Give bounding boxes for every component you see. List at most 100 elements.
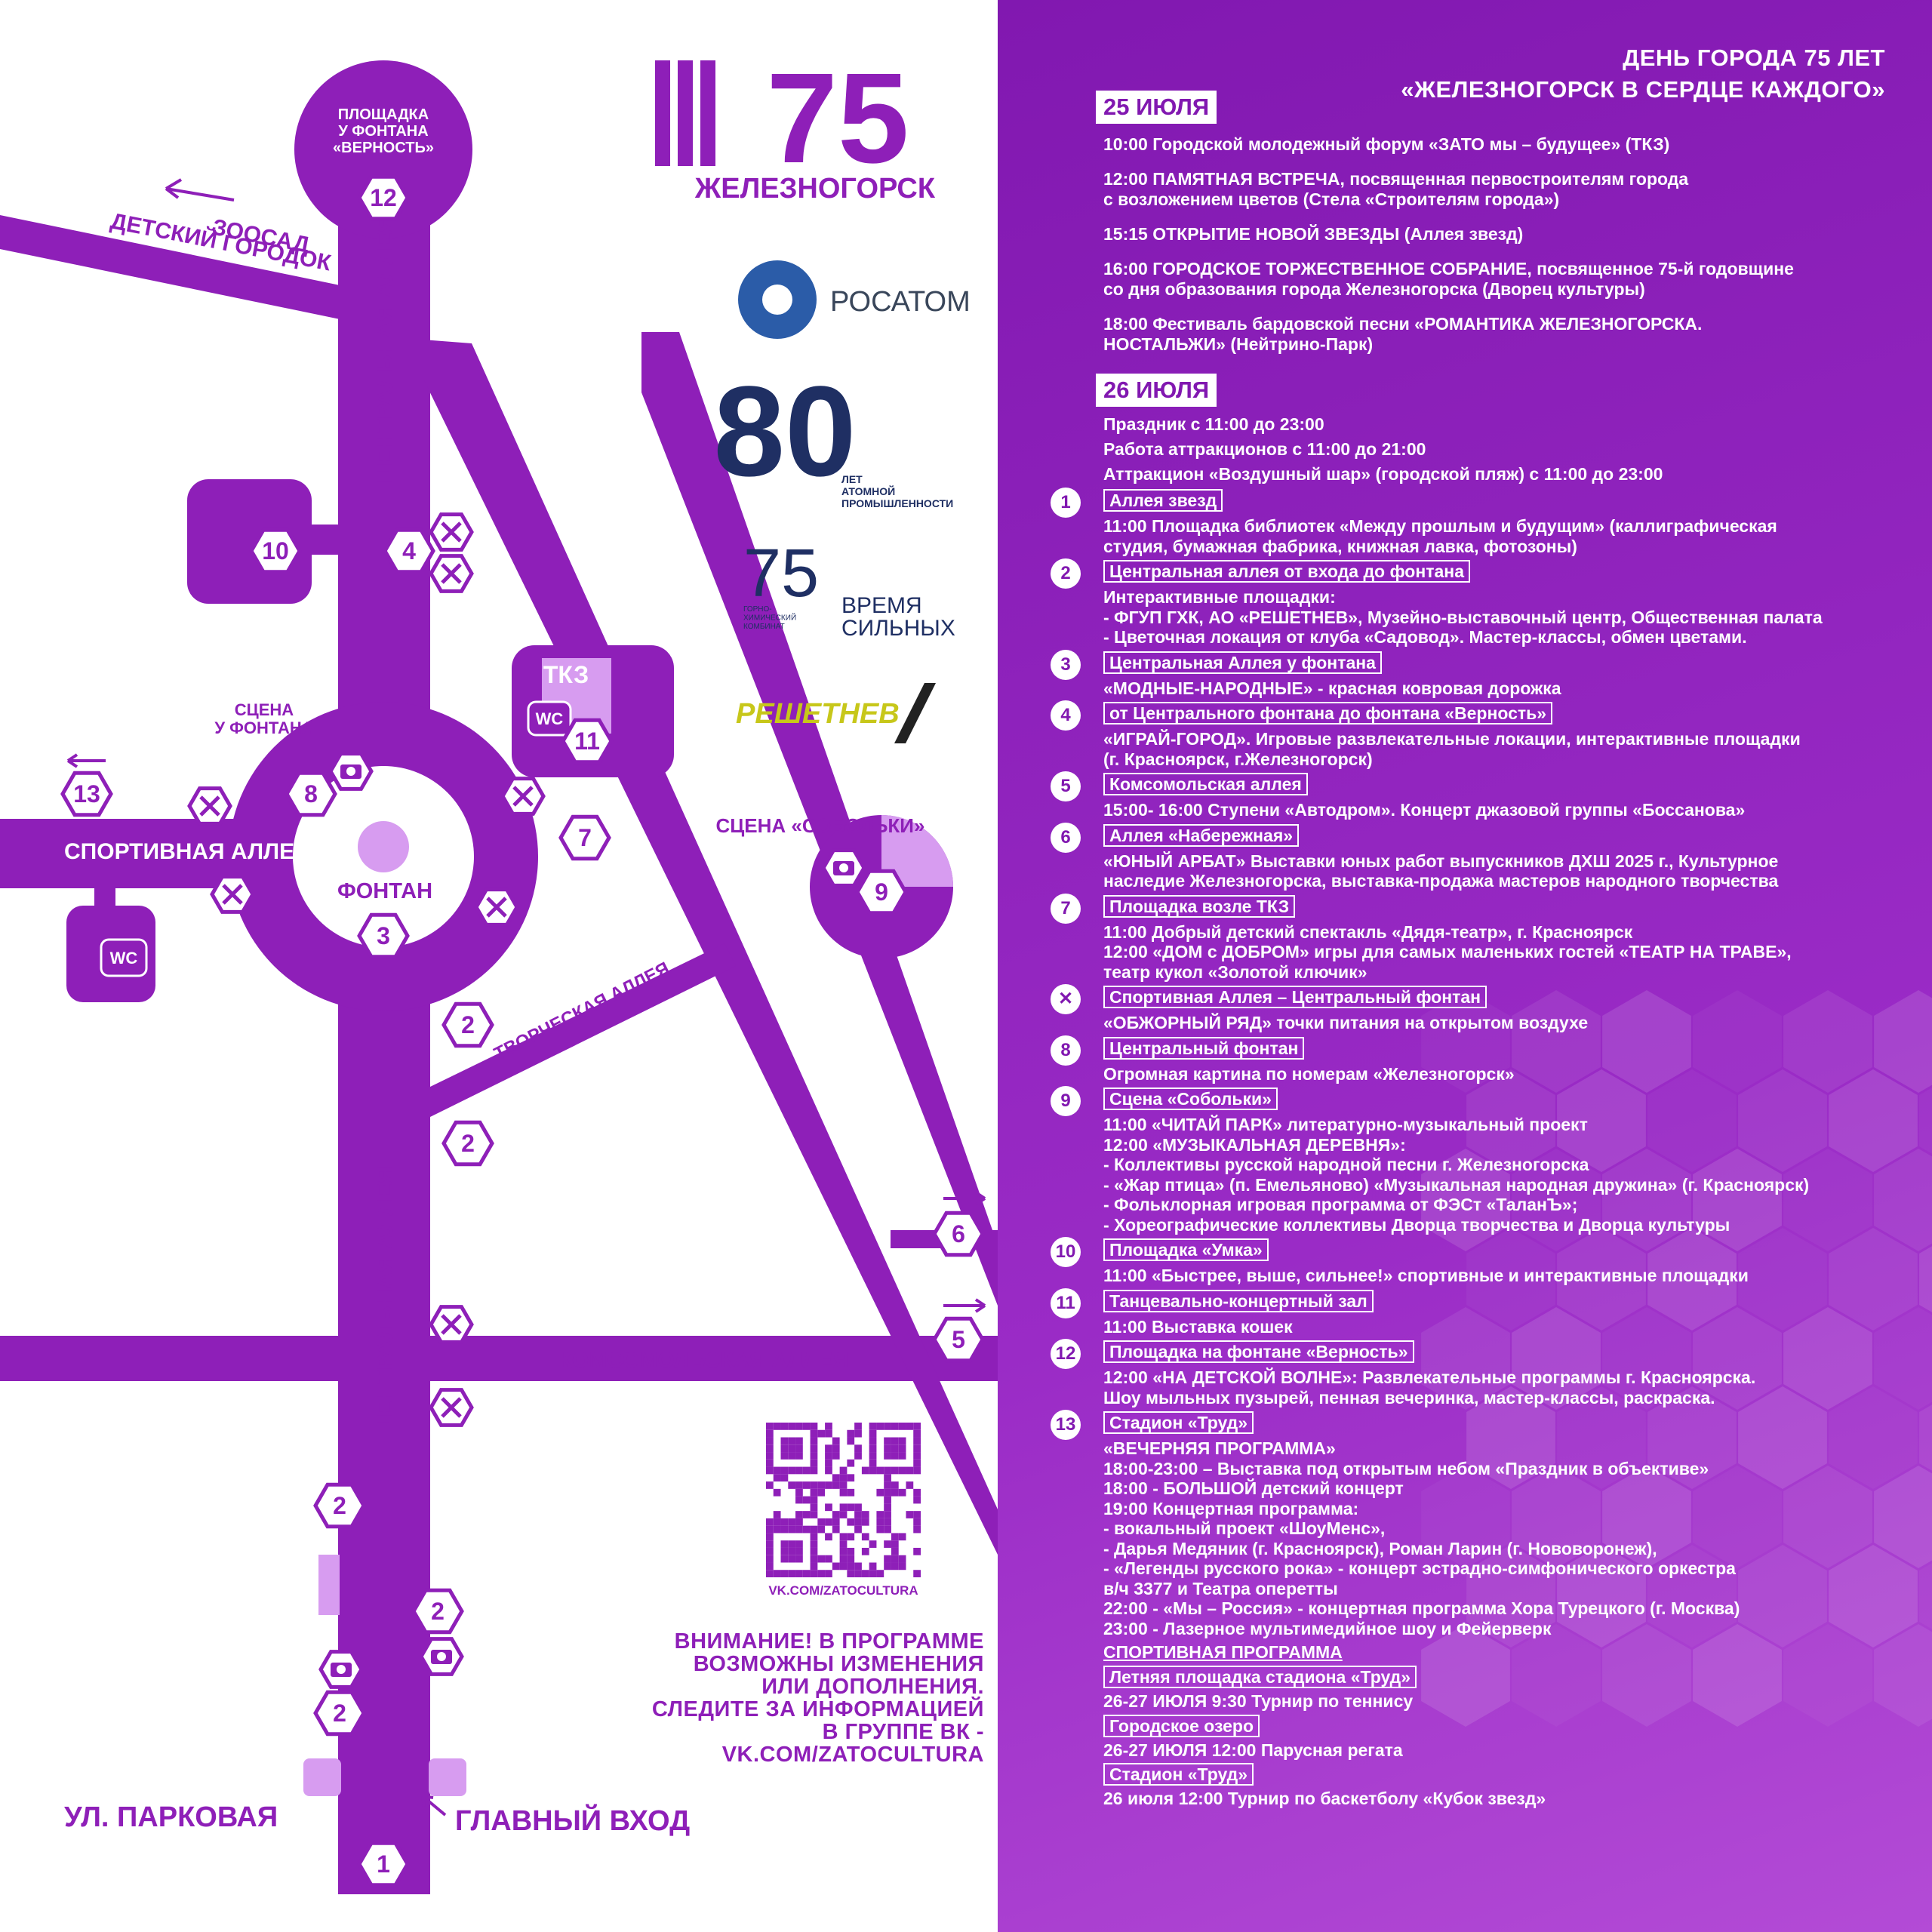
gate-left — [303, 1758, 341, 1796]
map-marker-3[interactable]: 3 — [357, 912, 410, 959]
hex-decoration — [1874, 1149, 1932, 1251]
marker-number: 10 — [262, 537, 289, 565]
marker-number: 1 — [377, 1850, 390, 1878]
hex-decoration — [1602, 1466, 1691, 1568]
map-marker-13[interactable]: 13 — [60, 771, 113, 817]
arrow-13 — [66, 753, 106, 768]
program-item-number: 3 — [1051, 649, 1081, 680]
hex-decoration — [1783, 1466, 1872, 1568]
hex-decoration — [1693, 1466, 1782, 1568]
hex-decoration — [1874, 1624, 1932, 1727]
map-marker-6[interactable]: 6 — [932, 1211, 985, 1257]
header-line-2: «ЖЕЛЕЗНОГОРСК В СЕРДЦЕ КАЖДОГО» — [1401, 76, 1885, 103]
central-alley-top-label: ЦЕНТРАЛЬНАЯ АЛЛЕЯ — [371, 216, 398, 483]
map-marker-2[interactable]: 2 — [313, 1482, 366, 1529]
map-marker-2[interactable]: 2 — [441, 1120, 494, 1167]
hex-decoration — [1602, 990, 1691, 1093]
hex-decoration — [1829, 1228, 1918, 1331]
marker-number: 3 — [377, 922, 390, 949]
hex-decoration — [1421, 1149, 1510, 1251]
marker-hexagon — [932, 1211, 985, 1257]
program-notice: ВНИМАНИЕ! В ПРОГРАММЕ ВОЗМОЖНЫ ИЗМЕНЕНИЯ… — [651, 1629, 984, 1767]
day-1-events: 10:00 Городской молодежный форум «ЗАТО м… — [998, 134, 1932, 355]
qr-code[interactable] — [766, 1423, 921, 1577]
map-marker-2[interactable]: 2 — [313, 1690, 366, 1737]
header-line-1: ДЕНЬ ГОРОДА 75 ЛЕТ — [1623, 45, 1885, 71]
program-item-location: Сцена «Собольки» — [1103, 1088, 1278, 1110]
arrow-zoo — [165, 178, 235, 202]
stage-soboli-label: СЦЕНА «СОБОЛЬКИ» — [716, 814, 925, 837]
schedule-row: 18:00 Фестиваль бардовской песни «РОМАНТ… — [1103, 314, 1703, 354]
road-zoo — [0, 215, 347, 321]
reshetnev-label: РЕШЕТНЕВ — [736, 698, 900, 730]
program-item-location: Спортивная Аллея – Центральный фонтан — [1103, 986, 1487, 1008]
map-marker-2[interactable]: 2 — [411, 1588, 464, 1635]
schedule-row: Работа аттракционов с 11:00 до 21:00 — [1103, 439, 1426, 459]
program-item-details: Интерактивные площадки: - ФГУП ГХК, АО «… — [1103, 587, 1823, 647]
map-marker-7[interactable]: 7 — [558, 814, 611, 861]
marker-hexagon — [383, 528, 435, 574]
hex-decoration — [1421, 1624, 1510, 1727]
marker-number: 6 — [952, 1220, 965, 1247]
marker-hexagon — [60, 771, 113, 817]
marker-number: 8 — [304, 780, 318, 808]
wc-left-link — [94, 887, 115, 909]
map-marker-10[interactable]: 10 — [249, 528, 302, 574]
side-marker — [318, 1555, 340, 1615]
arrow-5 — [943, 1298, 986, 1313]
hex-background — [1421, 990, 1932, 1727]
hex-decoration — [1874, 990, 1932, 1093]
reshetnev-slash — [894, 683, 936, 743]
hex-decoration — [1919, 1088, 1932, 1154]
schedule-row: 16:00 ГОРОДСКОЕ ТОРЖЕСТВЕННОЕ СОБРАНИЕ, … — [1103, 259, 1794, 299]
program-item-number: ✕ — [1051, 984, 1081, 1014]
hex-decoration — [1783, 1307, 1872, 1410]
schedule-row: 12:00 ПАМЯТНАЯ ВСТРЕЧА, посвященная перв… — [1103, 169, 1689, 209]
marker-number: 11 — [574, 728, 600, 755]
hex-decoration — [1874, 1307, 1932, 1410]
map-marker-1[interactable]: 1 — [357, 1841, 410, 1887]
map-marker-8[interactable]: 8 — [285, 771, 337, 817]
map-marker-5[interactable]: 5 — [932, 1316, 985, 1363]
map-marker-2[interactable]: 2 — [441, 1001, 494, 1048]
program-item-number: 1 — [1051, 488, 1081, 518]
marker-number: 2 — [333, 1492, 346, 1519]
parkovaya-label: УЛ. ПАРКОВАЯ — [64, 1801, 278, 1833]
central-alley-bottom-label: ЦЕНТРАЛЬНАЯ АЛЛЕЯ — [371, 1167, 398, 1434]
marker-hexagon — [855, 869, 908, 915]
qr-url[interactable]: VK.COM/ZATOCULTURA — [768, 1583, 918, 1598]
event-header: ДЕНЬ ГОРОДА 75 ЛЕТ «ЖЕЛЕЗНОГОРСК В СЕРДЦ… — [1401, 42, 1885, 106]
marker-hexagon — [441, 1001, 494, 1048]
program-item-details: 11:00 Добрый детский спектакль «Дядя-теа… — [1103, 921, 1792, 982]
hex-decoration — [1738, 1545, 1827, 1647]
program-item-location: Аллея звезд — [1103, 489, 1223, 512]
hex-decoration — [1512, 1307, 1601, 1410]
schedule-row: Праздник с 11:00 до 23:00 — [1103, 414, 1324, 434]
map-marker-9[interactable]: 9 — [855, 869, 908, 915]
program-item-details: Огромная картина по номерам «Железногорс… — [1103, 1063, 1515, 1084]
hex-decoration — [1647, 1545, 1737, 1647]
rosatom-icon-center — [762, 285, 792, 315]
program-item-details: 11:00 «Быстрее, выше, сильнее!» спортивн… — [1103, 1266, 1749, 1285]
fountain-pool — [358, 821, 409, 872]
map-marker-12[interactable]: 12 — [357, 174, 410, 221]
map-marker-11[interactable]: 11 — [561, 718, 614, 764]
map-marker-4[interactable]: 4 — [383, 528, 435, 574]
program-item-number: 8 — [1051, 1035, 1081, 1066]
reshetnev-logo: РЕШЕТНЕВ — [736, 683, 936, 743]
program-item-details: 15:00- 16:00 Ступени «Автодром». Концерт… — [1103, 800, 1746, 820]
diagonal-road-2 — [641, 332, 998, 1306]
program-item-location: Стадион «Труд» — [1103, 1411, 1254, 1434]
food-icon — [187, 786, 232, 826]
program-item-location: от Центрального фонтана до фонтана «Верн… — [1103, 702, 1553, 724]
marker-hexagon — [357, 1841, 410, 1887]
food-icon — [429, 512, 474, 552]
logo-bar-1 — [655, 60, 670, 166]
hex-decoration — [1693, 1149, 1782, 1251]
